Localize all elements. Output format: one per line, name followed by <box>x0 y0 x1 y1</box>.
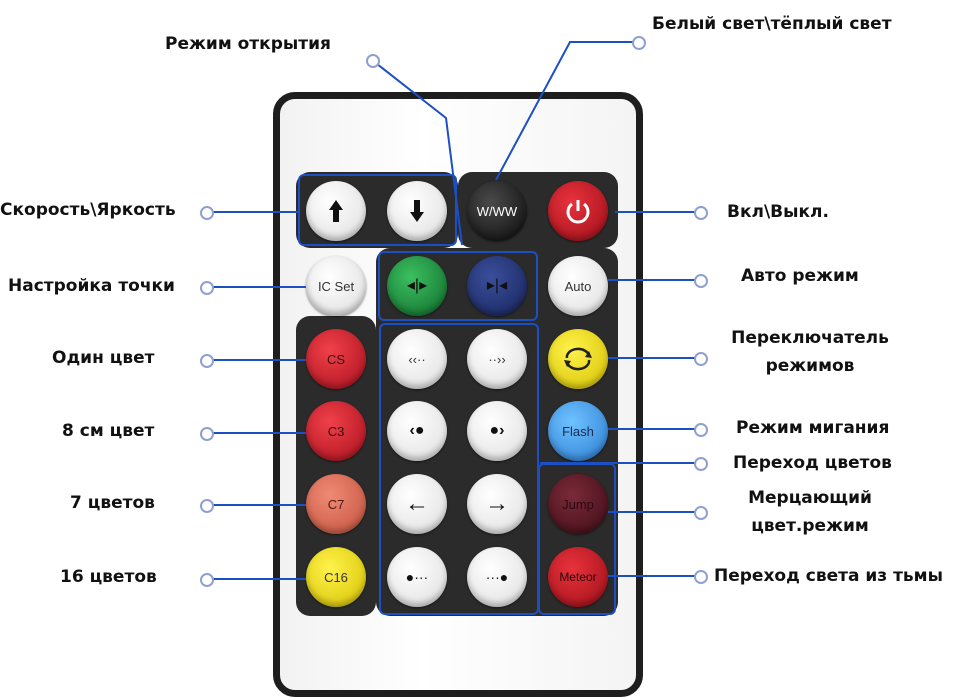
label-flicker: Мерцающий цвет.режим <box>725 484 895 540</box>
dot-left-button[interactable]: ‹● <box>387 401 447 461</box>
label-flicker-line2: цвет.режим <box>751 516 869 536</box>
scroll-left-button[interactable]: ‹‹·· <box>387 329 447 389</box>
marker-dot <box>200 354 214 368</box>
label-one-color: Один цвет <box>52 348 155 368</box>
down-arrow-icon <box>410 200 424 222</box>
collapse-mode-button[interactable]: ▸|◂ <box>467 256 527 316</box>
collapse-arrows-icon: ▸|◂ <box>486 277 508 294</box>
marker-dot <box>200 427 214 441</box>
flash-button[interactable]: Flash <box>548 401 608 461</box>
dot-right-button[interactable]: ●› <box>467 401 527 461</box>
dot-right-icon: ●› <box>489 422 505 439</box>
label-on-off: Вкл\Выкл. <box>727 202 829 222</box>
label-auto-mode: Авто режим <box>741 266 859 286</box>
marker-dot <box>200 573 214 587</box>
label-blink-mode: Режим мигания <box>736 418 890 438</box>
expand-arrows-icon: ◂|▸ <box>406 277 428 294</box>
label-open-mode: Режим открытия <box>165 34 331 54</box>
dots-left-button[interactable]: ●··· <box>387 547 447 607</box>
label-color-transition: Переход цветов <box>733 453 892 473</box>
c16-button[interactable]: C16 <box>306 547 366 607</box>
label-flicker-line1: Мерцающий <box>748 488 872 508</box>
label-white-warm: Белый свет\тёплый свет <box>652 14 892 34</box>
marker-dot <box>200 281 214 295</box>
meteor-button[interactable]: Meteor <box>548 547 608 607</box>
up-arrow-icon <box>329 200 343 222</box>
c7-button[interactable]: C7 <box>306 474 366 534</box>
c3-button[interactable]: C3 <box>306 401 366 461</box>
marker-dot <box>632 36 646 50</box>
label-point-setting: Настройка точки <box>8 276 175 296</box>
white-warm-button[interactable]: W/WW <box>467 181 527 241</box>
label-mode-switch-line1: Переключатель <box>731 328 889 348</box>
dot-left-icon: ‹● <box>409 422 425 439</box>
marker-dot <box>694 506 708 520</box>
label-7-colors: 7 цветов <box>70 493 155 513</box>
scroll-left-icon: ‹‹·· <box>408 351 426 367</box>
power-icon <box>566 200 590 224</box>
scroll-right-button[interactable]: ··›› <box>467 329 527 389</box>
marker-dot <box>694 570 708 584</box>
ic-set-button[interactable]: IC Set <box>306 256 366 316</box>
marker-dot <box>694 274 708 288</box>
cs-button[interactable]: CS <box>306 329 366 389</box>
marker-dot <box>366 54 380 68</box>
label-8cm-color: 8 см цвет <box>62 421 155 441</box>
arrow-left-button[interactable]: ← <box>387 474 447 534</box>
marker-dot <box>694 352 708 366</box>
expand-mode-button[interactable]: ◂|▸ <box>387 256 447 316</box>
speed-down-button[interactable] <box>387 181 447 241</box>
speed-up-button[interactable] <box>306 181 366 241</box>
marker-dot <box>694 423 708 437</box>
label-16-colors: 16 цветов <box>60 567 157 587</box>
power-button[interactable] <box>548 181 608 241</box>
label-speed-brightness: Скорость\Яркость <box>0 200 176 220</box>
label-dark-light: Переход света из тьмы <box>714 566 943 586</box>
marker-dot <box>200 499 214 513</box>
dots-right-icon: ···● <box>485 569 509 585</box>
arrow-left-icon: ← <box>405 490 429 517</box>
arrow-right-button[interactable]: → <box>467 474 527 534</box>
cycle-icon <box>564 347 592 371</box>
arrow-right-icon: → <box>485 490 509 517</box>
label-mode-switch: Переключатель режимов <box>720 324 900 380</box>
group-speed-brightness <box>298 174 457 246</box>
dots-left-icon: ●··· <box>405 569 429 585</box>
jump-button[interactable]: Jump <box>548 474 608 534</box>
marker-dot <box>694 206 708 220</box>
marker-dot <box>200 206 214 220</box>
mode-switch-button[interactable] <box>548 329 608 389</box>
scroll-right-icon: ··›› <box>488 351 506 367</box>
group-open-mode <box>378 251 538 321</box>
label-mode-switch-line2: режимов <box>765 356 855 376</box>
auto-button[interactable]: Auto <box>548 256 608 316</box>
marker-dot <box>694 457 708 471</box>
dots-right-button[interactable]: ···● <box>467 547 527 607</box>
